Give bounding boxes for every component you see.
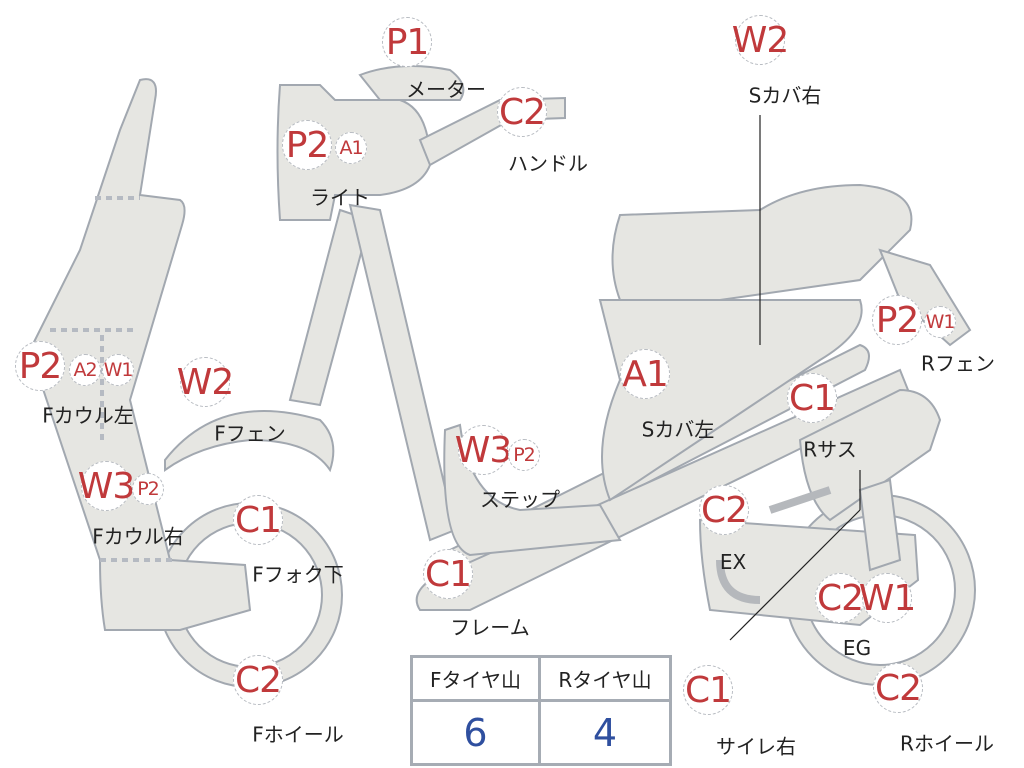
condition-badge: P1 [382, 17, 432, 67]
part-label: フレーム [450, 615, 530, 640]
rear-tire-header: Rタイヤ山 [541, 658, 669, 702]
condition-badge: P2 [132, 473, 164, 505]
condition-badge: P2 [872, 295, 922, 345]
condition-badge: P2 [282, 120, 332, 170]
condition-badge: C1 [683, 665, 733, 715]
condition-badge: W2 [732, 15, 789, 65]
part-label: Sカバ右 [748, 83, 822, 108]
part-label: Fカウル左 [42, 403, 134, 428]
condition-badge: P2 [508, 439, 540, 471]
part-label: Fフォク下 [252, 562, 344, 587]
part-label: EX [719, 550, 747, 574]
condition-badge: C1 [787, 373, 837, 423]
condition-badge: P2 [15, 341, 65, 391]
part-label: EG [842, 636, 872, 660]
part-label: Fカウル右 [92, 524, 184, 549]
condition-badge: C2 [815, 573, 865, 623]
condition-badge: W1 [924, 306, 956, 338]
part-label: Sカバ左 [641, 417, 715, 442]
part-label: メーター [406, 77, 486, 102]
rear-tire-value: 4 [592, 710, 618, 755]
condition-badge: A1 [620, 349, 670, 399]
condition-badge: W1 [102, 354, 134, 386]
part-label: Fホイール [252, 722, 344, 747]
front-tire-header: Fタイヤ山 [413, 658, 541, 702]
condition-badge: W3 [455, 425, 512, 475]
part-label: Rフェン [921, 351, 995, 376]
part-label: ハンドル [508, 151, 588, 176]
part-label: ステップ [480, 487, 560, 512]
leader-line-muffler [729, 509, 861, 641]
condition-badge: W2 [177, 357, 234, 407]
part-label: Fフェン [214, 421, 286, 446]
condition-badge: C2 [699, 485, 749, 535]
condition-badge: W1 [859, 573, 916, 623]
condition-badge: A2 [69, 354, 101, 386]
part-label: サイレ右 [716, 734, 796, 759]
condition-badge: C1 [233, 495, 283, 545]
seat-shape [611, 183, 913, 301]
part-label: Rホイール [900, 731, 994, 756]
condition-badge: C1 [423, 549, 473, 599]
front-tire-value: 6 [413, 702, 541, 763]
condition-badge: C2 [233, 655, 283, 705]
condition-badge: W3 [78, 461, 135, 511]
tire-tread-table: Fタイヤ山 Rタイヤ山 6 4 [410, 655, 672, 766]
condition-badge: A1 [335, 132, 367, 164]
part-label: ライト [310, 185, 370, 210]
condition-badge: C2 [497, 87, 547, 137]
condition-badge: C2 [873, 663, 923, 713]
part-label: Rサス [803, 437, 857, 462]
